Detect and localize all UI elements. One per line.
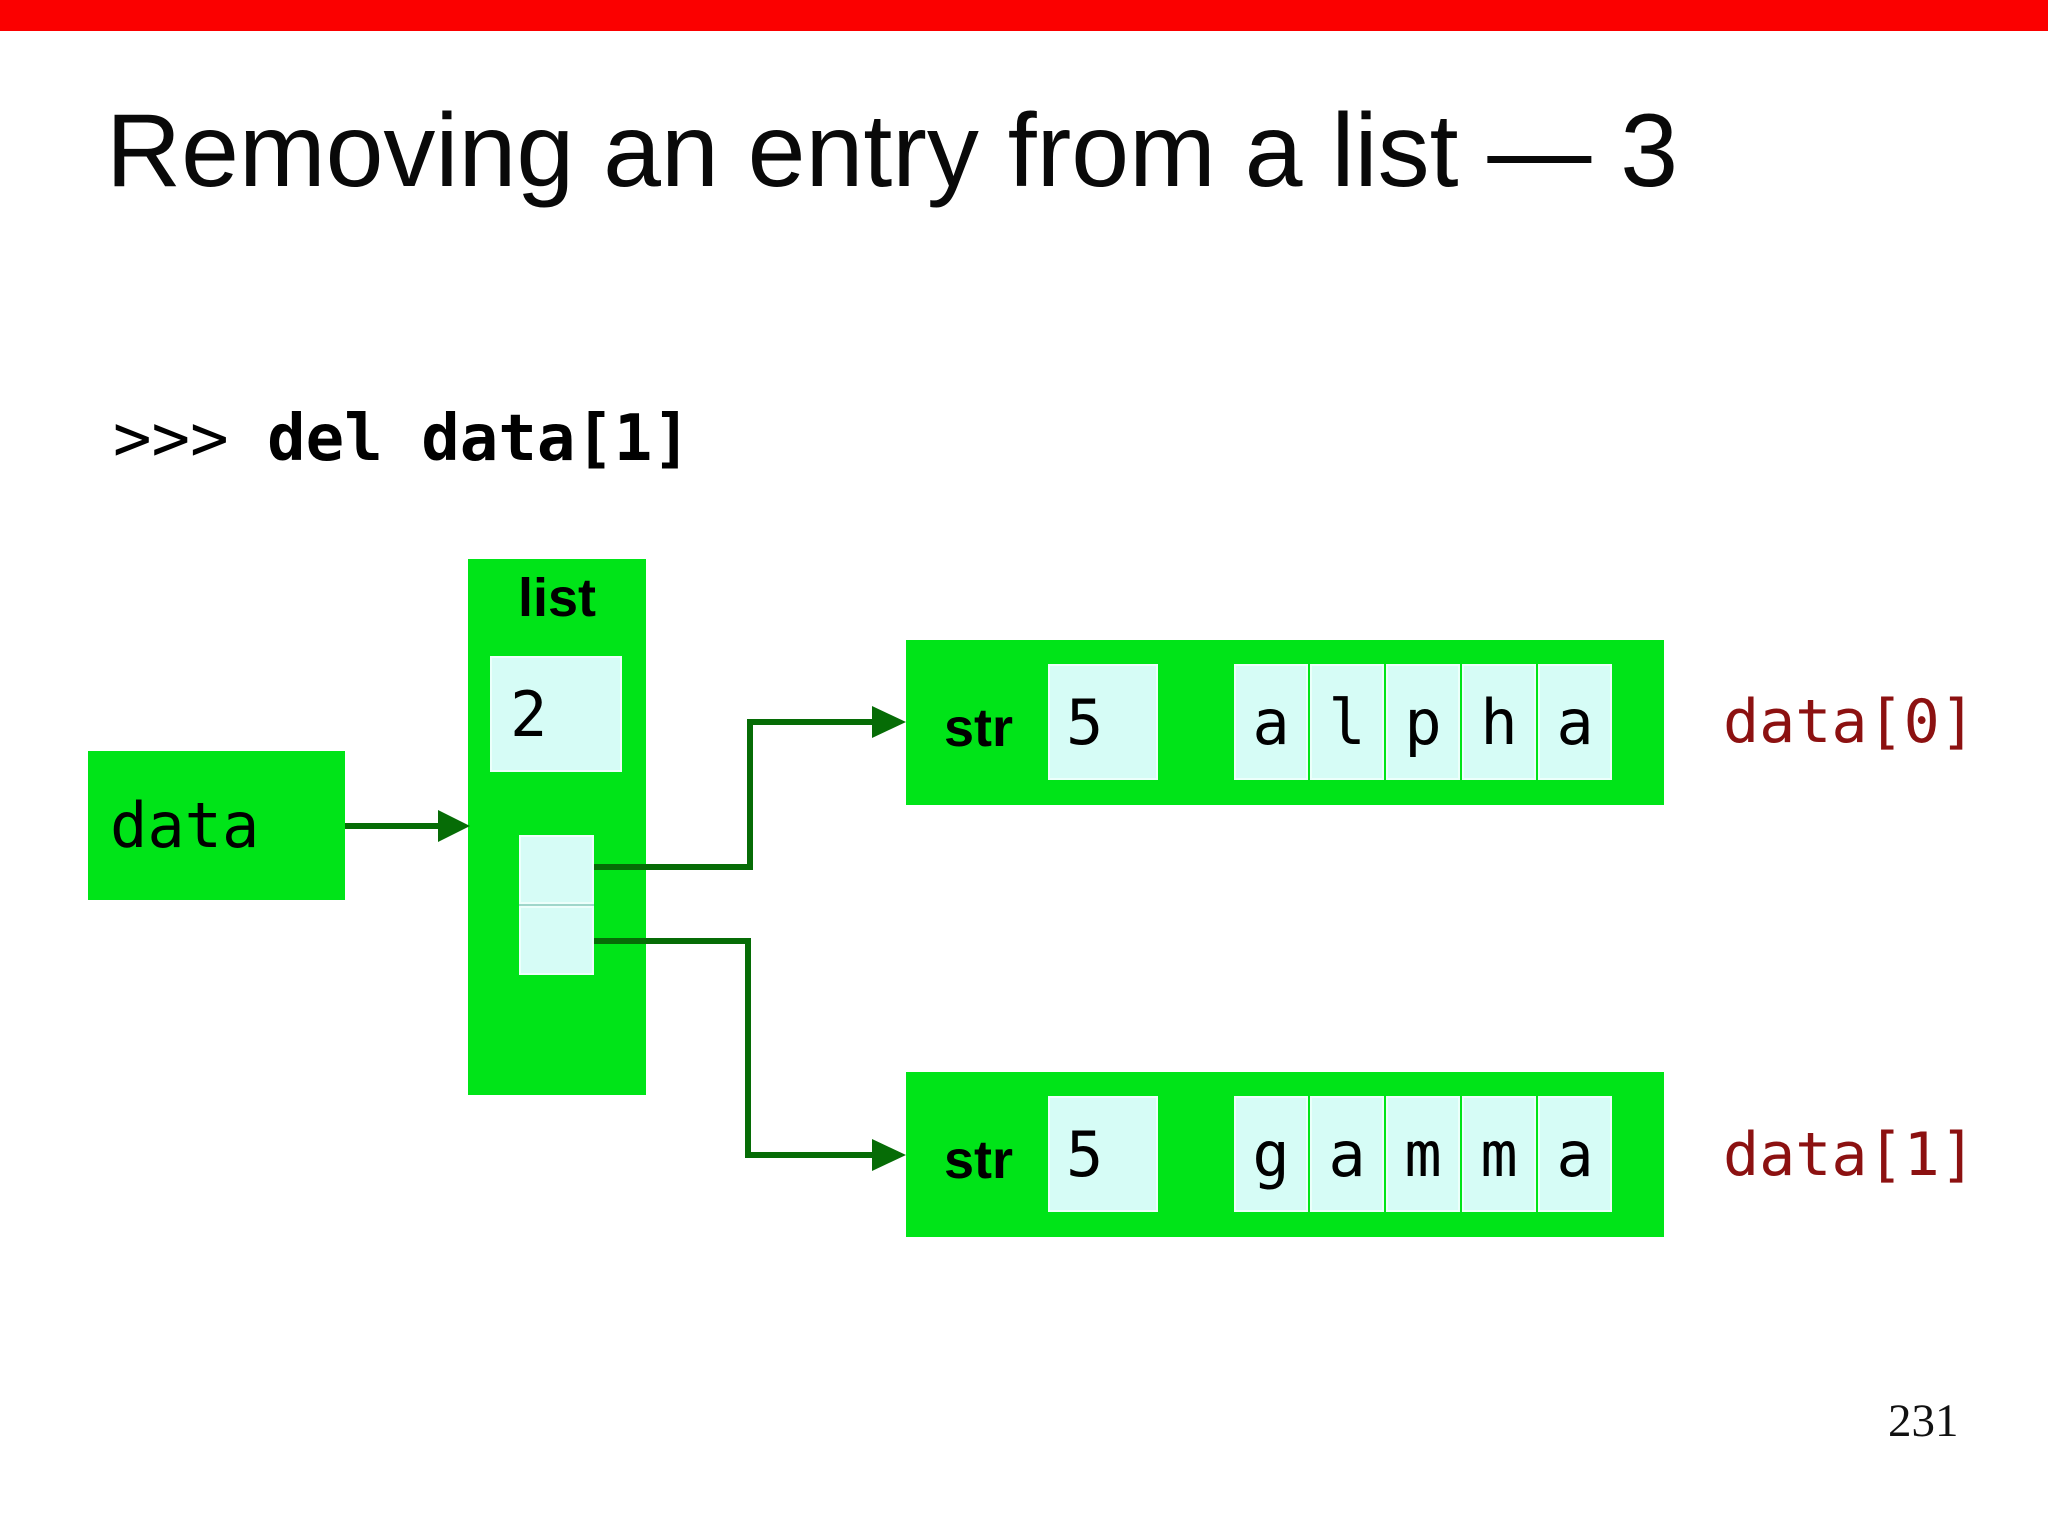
top-red-bar — [0, 0, 2048, 31]
variable-name: data — [110, 789, 260, 862]
list-object-box: list 2 — [468, 559, 646, 1095]
python-command: del data[1] — [267, 402, 691, 476]
char-cell: p — [1386, 664, 1460, 780]
str-object-box-gamma: str 5 g a m m a — [906, 1072, 1664, 1237]
str-length-value-alpha: 5 — [1066, 685, 1104, 759]
list-length-cell: 2 — [490, 656, 622, 772]
pointer0-arrowhead — [872, 706, 906, 738]
char-cell: a — [1310, 1096, 1384, 1212]
char-cell: h — [1462, 664, 1536, 780]
pointer-cell-0 — [519, 835, 594, 904]
char-cell: a — [1234, 664, 1308, 780]
str-object-box-alpha: str 5 a l p h a — [906, 640, 1664, 805]
pointer-cell-1 — [519, 906, 594, 975]
str-type-label-gamma: str — [944, 1129, 1014, 1190]
ref-label-data0: data[0] — [1723, 687, 1976, 757]
variable-box-data: data — [88, 751, 345, 900]
char-cell: l — [1310, 664, 1384, 780]
list-length-value: 2 — [510, 677, 548, 751]
char-cell: g — [1234, 1096, 1308, 1212]
page-number: 231 — [1888, 1395, 1959, 1447]
python-prompt: >>> — [113, 402, 268, 476]
data-to-list-arrowhead — [438, 810, 470, 842]
list-pointer-cells — [519, 835, 594, 975]
pointer-cell-separator — [519, 904, 594, 906]
str-length-value-gamma: 5 — [1066, 1117, 1104, 1191]
char-cell: a — [1538, 664, 1612, 780]
python-code-line: >>> del data[1] — [113, 398, 691, 481]
str-chars-gamma: g a m m a — [1234, 1096, 1612, 1212]
str-chars-alpha: a l p h a — [1234, 664, 1612, 780]
pointer1-arrowhead — [872, 1139, 906, 1171]
ref-label-data1: data[1] — [1723, 1120, 1976, 1190]
char-cell: a — [1538, 1096, 1612, 1212]
str-length-cell-gamma: 5 — [1048, 1096, 1158, 1212]
char-cell: m — [1386, 1096, 1460, 1212]
char-cell: m — [1462, 1096, 1536, 1212]
str-type-label-alpha: str — [944, 697, 1014, 758]
str-length-cell-alpha: 5 — [1048, 664, 1158, 780]
page-title: Removing an entry from a list — 3 — [106, 93, 1679, 209]
list-type-label: list — [517, 568, 597, 628]
